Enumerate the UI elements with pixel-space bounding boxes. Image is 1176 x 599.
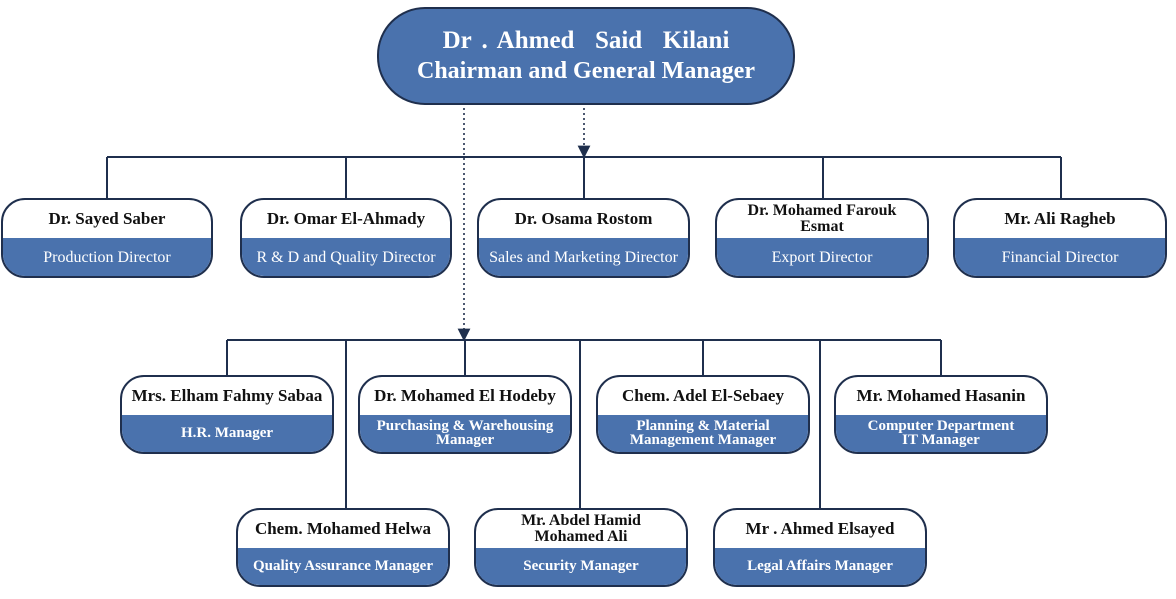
director-role: R & D and Quality Director: [242, 238, 450, 276]
manager-role: Legal Affairs Manager: [715, 547, 925, 585]
manager-role-line2: Manager: [435, 432, 495, 449]
manager-role: Purchasing & Warehousing Manager: [360, 414, 570, 452]
director-name: Mr. Ali Ragheb: [1004, 209, 1116, 228]
director-card-rnd: Dr. Omar El-Ahmady R & D and Quality Dir…: [240, 198, 452, 278]
manager-role-line1: Computer Department: [867, 418, 1015, 435]
manager-role-line2: IT Manager: [902, 432, 980, 449]
manager-role: Planning & Material Management Manager: [598, 414, 808, 452]
chairman-name: Dr . Ahmed Said Kilani: [442, 27, 730, 54]
manager-card-it: Mr. Mohamed Hasanin Computer Department …: [834, 375, 1048, 454]
manager-card-planning: Chem. Adel El-Sebaey Planning & Material…: [596, 375, 810, 454]
manager-name-line1: Mr. Abdel Hamid: [521, 511, 641, 529]
director-name-line2: Esmat: [800, 218, 844, 235]
director-name: Dr. Sayed Saber: [48, 209, 166, 228]
manager-name-line2: Mohamed Ali: [534, 527, 628, 545]
director-name: Dr. Omar El-Ahmady: [266, 209, 426, 228]
manager-role-line1: Planning & Material: [636, 418, 770, 435]
manager-card-security: Mr. Abdel Hamid Mohamed Ali Security Man…: [474, 508, 688, 587]
chairman-title: Chairman and General Manager: [417, 58, 755, 84]
director-role: Production Director: [3, 238, 211, 276]
manager-card-legal: Mr . Ahmed Elsayed Legal Affairs Manager: [713, 508, 927, 587]
director-card-sales: Dr. Osama Rostom Sales and Marketing Dir…: [477, 198, 690, 278]
chairman-box: Dr . Ahmed Said Kilani Chairman and Gene…: [377, 7, 795, 105]
manager-role: Quality Assurance Manager: [238, 547, 448, 585]
director-card-financial: Mr. Ali Ragheb Financial Director: [953, 198, 1167, 278]
manager-role-line1: Purchasing & Warehousing: [376, 418, 554, 435]
manager-role: Security Manager: [476, 547, 686, 585]
manager-name: Dr. Mohamed El Hodeby: [374, 385, 556, 405]
director-name-line1: Dr. Mohamed Farouk: [747, 202, 897, 219]
director-card-production: Dr. Sayed Saber Production Director: [1, 198, 213, 278]
manager-name: Mr. Abdel Hamid Mohamed Ali: [476, 510, 686, 548]
manager-name: Chem. Mohamed Helwa: [254, 518, 432, 538]
director-name: Dr. Mohamed Farouk Esmat: [717, 200, 927, 238]
manager-role-line2: Management Manager: [629, 432, 777, 449]
manager-card-purchasing: Dr. Mohamed El Hodeby Purchasing & Wareh…: [358, 375, 572, 454]
manager-name: Chem. Adel El-Sebaey: [622, 385, 784, 405]
manager-name: Mr. Mohamed Hasanin: [856, 385, 1026, 405]
director-card-export: Dr. Mohamed Farouk Esmat Export Director: [715, 198, 929, 278]
manager-role: H.R. Manager: [122, 414, 332, 452]
manager-name: Mr . Ahmed Elsayed: [745, 518, 895, 538]
manager-card-hr: Mrs. Elham Fahmy Sabaa H.R. Manager: [120, 375, 334, 454]
director-name: Dr. Osama Rostom: [514, 209, 653, 228]
manager-card-quality-assurance: Chem. Mohamed Helwa Quality Assurance Ma…: [236, 508, 450, 587]
director-role: Export Director: [717, 238, 927, 276]
manager-name: Mrs. Elham Fahmy Sabaa: [131, 385, 323, 405]
director-role: Financial Director: [955, 238, 1165, 276]
director-role: Sales and Marketing Director: [479, 238, 688, 276]
manager-role: Computer Department IT Manager: [836, 414, 1046, 452]
